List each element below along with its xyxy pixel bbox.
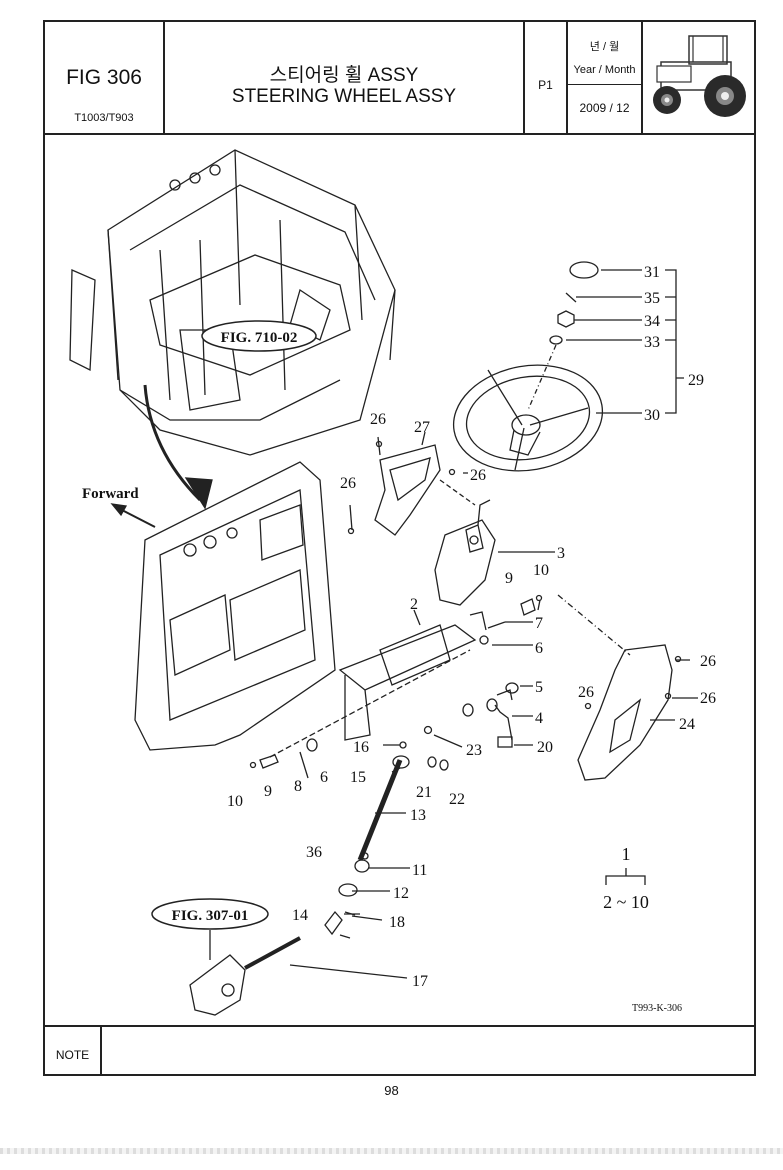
model-code: T1003/T903 (74, 112, 134, 124)
fig-number: FIG 306 (66, 66, 142, 89)
arrow-head (184, 477, 213, 510)
note-row: NOTE (45, 1025, 754, 1076)
part-label: 9 (505, 570, 513, 587)
part-label: 9 (264, 783, 272, 800)
cab-frame-drawing (69, 149, 396, 456)
ref-gearbox: FIG. 307-01 (172, 908, 249, 924)
part-label: 26 (470, 467, 486, 484)
page-cell: P1 (525, 22, 568, 133)
title-korean: 스티어링 휠 ASSY (269, 65, 419, 86)
steering-wheel-drawing (452, 364, 604, 472)
part-label: 23 (466, 742, 482, 759)
tractor-thumbnail (643, 22, 754, 133)
part-label: 13 (410, 807, 426, 824)
part-label: 11 (412, 862, 427, 879)
ref-ellipse-gearbox (151, 898, 269, 930)
legend-bottom: 2 ~ 10 (603, 892, 649, 912)
part-label: 21 (416, 784, 432, 801)
part-label: 33 (644, 334, 660, 351)
part-label: 15 (350, 769, 366, 786)
date-label-english: Year / Month (573, 64, 636, 76)
drawing-sheet: FIG 306 T1003/T903 스티어링 휠 ASSY STEERING … (43, 20, 756, 1076)
ref-ellipse-cab (201, 320, 317, 352)
legend-top: 1 (622, 844, 631, 864)
date-divider (568, 84, 641, 85)
page-code: P1 (538, 78, 553, 92)
part-label: 26 (700, 690, 716, 707)
note-label: NOTE (55, 1048, 90, 1062)
part-label: 20 (537, 739, 553, 756)
part-label: 17 (412, 973, 428, 990)
part-label: 8 (294, 778, 302, 795)
part-label: 6 (320, 769, 328, 786)
part-label: 16 (353, 739, 369, 756)
part-label: 34 (644, 313, 660, 330)
part-label: 22 (449, 791, 465, 808)
part-label: 6 (535, 640, 543, 657)
part-label: 12 (393, 885, 409, 902)
part-label: 30 (644, 407, 660, 424)
assembly-legend: 1 2 ~ 10 (603, 844, 649, 912)
part-label: 35 (644, 290, 660, 307)
part-label: 26 (700, 653, 716, 670)
date-cell: 년 / 월 Year / Month 2009 / 12 (568, 22, 643, 133)
part-label: 18 (389, 914, 405, 931)
gearbox-drawing (189, 930, 301, 1016)
part-label: 31 (644, 264, 660, 281)
part-label: 4 (535, 710, 543, 727)
part-label: 7 (535, 615, 543, 632)
note-cell: NOTE (45, 1027, 102, 1076)
title-block: FIG 306 T1003/T903 스티어링 휠 ASSY STEERING … (45, 22, 754, 135)
part-label: 36 (306, 844, 322, 861)
part-label: 24 (679, 716, 695, 733)
date-value: 2009 / 12 (579, 101, 630, 115)
date-label-korean: 년 / 월 (589, 41, 620, 53)
part-label: 26 (578, 684, 594, 701)
page-number: 98 (384, 1083, 399, 1098)
part-label: 26 (370, 411, 386, 428)
forward-arrow (117, 507, 156, 528)
callout-arrow (143, 384, 202, 502)
forward-label: Forward (82, 486, 139, 502)
part-label: 3 (557, 545, 565, 562)
drawing-code: T993-K-306 (632, 1003, 682, 1014)
part-label: 2 (410, 596, 418, 613)
title-cell: 스티어링 휠 ASSY STEERING WHEEL ASSY (165, 22, 525, 133)
tractor-icon (653, 35, 746, 117)
fig-cell: FIG 306 T1003/T903 (45, 22, 165, 133)
part-label: 26 (340, 475, 356, 492)
part-label: 27 (414, 419, 430, 436)
part-label: 10 (227, 793, 243, 810)
part-label: 14 (292, 907, 308, 924)
part-label: 10 (533, 562, 549, 579)
part-label: 5 (535, 679, 543, 696)
ref-cab: FIG. 710-02 (221, 330, 298, 346)
dash-panel-drawing (134, 461, 336, 751)
title-english: STEERING WHEEL ASSY (231, 86, 457, 107)
part-label: 29 (688, 372, 704, 389)
scan-artifact (0, 1148, 783, 1154)
